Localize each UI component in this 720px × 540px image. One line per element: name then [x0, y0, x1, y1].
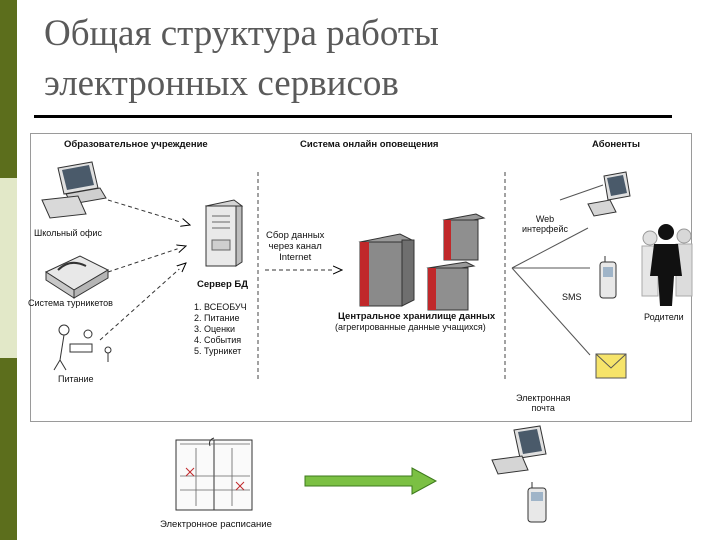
label-school-office: Школьный офис: [34, 228, 102, 238]
line-web-to-pc: [559, 184, 604, 201]
label-sms: SMS: [562, 292, 582, 302]
food-icon: [53, 324, 112, 371]
label-parents: Родители: [644, 312, 684, 322]
db-list-item: 2. Питание: [194, 313, 240, 323]
column-institution: Образовательное учреждение: [64, 139, 208, 150]
sidebar-segment-dark-bottom: [0, 358, 17, 540]
bottom-computer-icon: [491, 425, 547, 475]
storage-server-icon: [358, 213, 486, 311]
label-web-interface: Web интерфейс: [522, 214, 568, 234]
turnstile-icon: [44, 255, 110, 299]
computer-icon: [41, 161, 107, 219]
label-turnstile-system: Система турникетов: [28, 298, 113, 308]
label-email: Электронная почта: [516, 393, 571, 413]
sidebar-decoration: [0, 0, 17, 540]
db-list-item: 4. События: [194, 335, 242, 345]
db-list-item: 5. Турникет: [194, 346, 242, 356]
schedule-book-icon: [175, 437, 253, 511]
arrow-office-to-server: [107, 199, 190, 225]
label-central-storage: Центральное хранилище данных: [338, 311, 496, 322]
label-db-server: Сервер БД: [197, 279, 248, 290]
sidebar-segment-light: [0, 178, 17, 358]
column-subscribers: Абоненты: [592, 139, 640, 150]
title-underline: [34, 115, 672, 118]
arrow-food-to-server: [99, 263, 186, 341]
label-food: Питание: [58, 374, 94, 384]
db-list-item: 3. Оценки: [194, 324, 236, 334]
db-list: 1. ВСЕОБУЧ 2. Питание 3. Оценки 4. Событ…: [194, 302, 247, 356]
envelope-icon: [595, 353, 627, 379]
page-title-line-1: Общая структура работы: [44, 13, 439, 54]
label-data-collection: Сбор данных через канал Internet: [266, 230, 325, 263]
subscriber-computer-icon: [587, 171, 631, 217]
arrow-turnstile-to-server: [107, 246, 186, 273]
green-arrow-icon: [304, 467, 438, 495]
parents-icon: [641, 224, 693, 306]
page-title-line-2: электронных сервисов: [44, 63, 399, 104]
line-to-email: [511, 267, 591, 356]
column-system: Система онлайн оповещения: [300, 139, 439, 150]
line-to-web: [511, 227, 589, 269]
server-icon: [204, 199, 244, 267]
sidebar-segment-dark: [0, 0, 17, 178]
label-e-schedule: Электронное расписание: [160, 519, 272, 530]
label-central-storage-sub: (агрегированные данные учащихся): [335, 322, 486, 332]
db-list-item: 1. ВСЕОБУЧ: [194, 302, 247, 312]
bottom-phone-icon: [527, 482, 547, 523]
mobile-phone-icon: [599, 256, 617, 299]
